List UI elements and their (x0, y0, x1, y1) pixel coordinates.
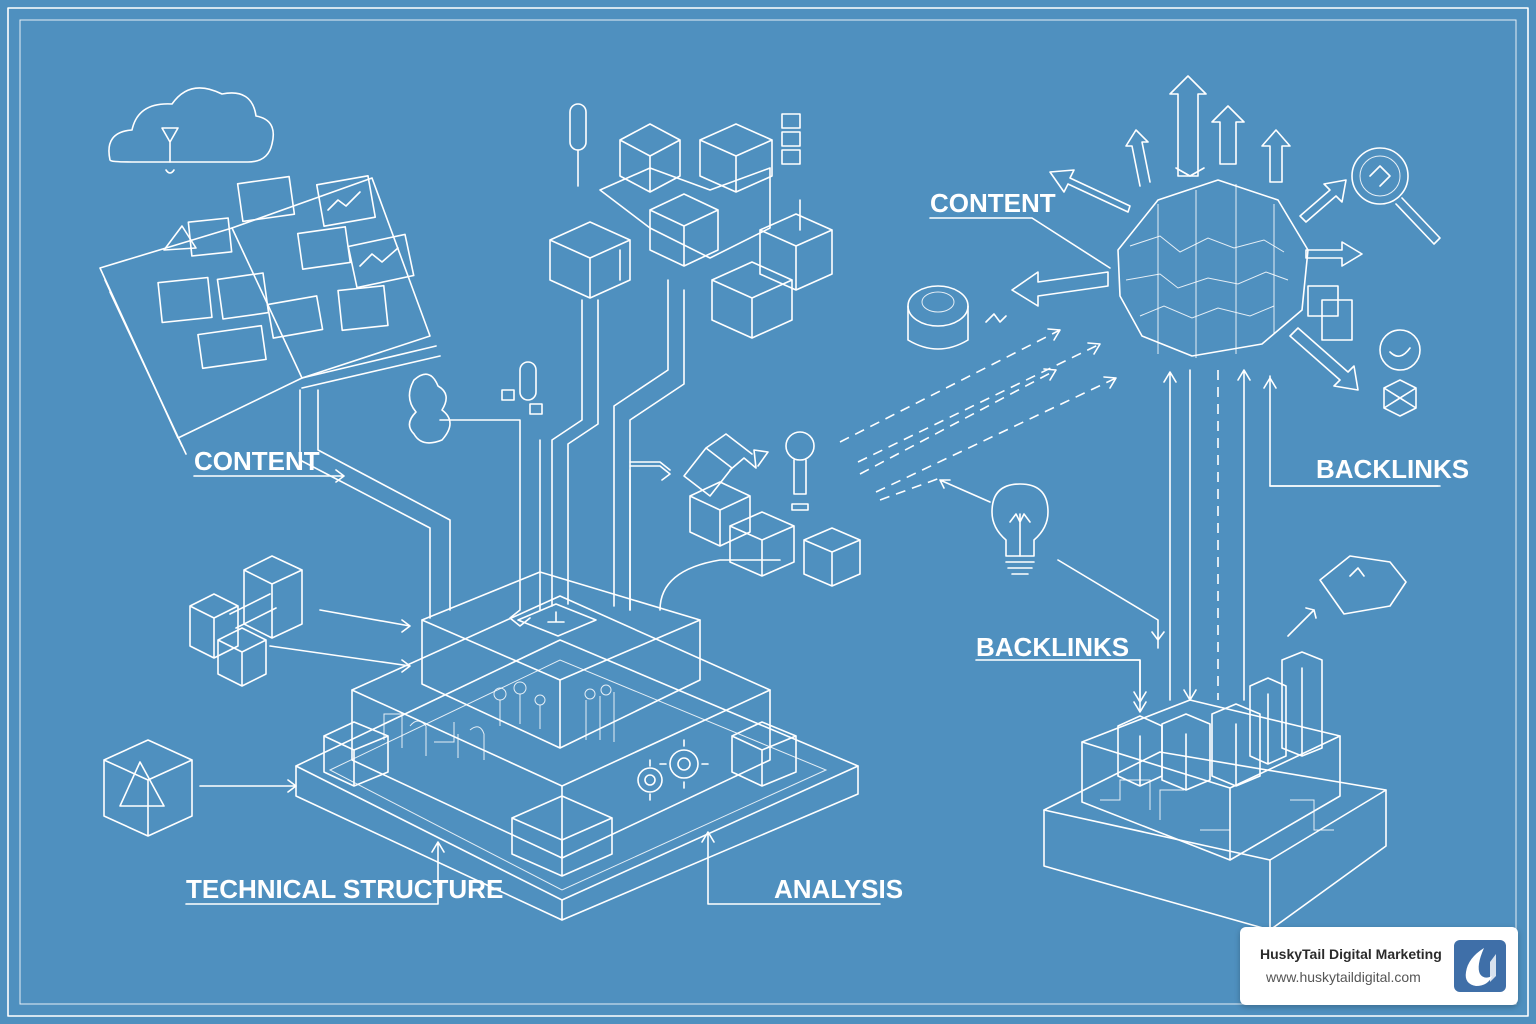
lightbulb-icon (939, 479, 1165, 649)
magnifier-icon (1351, 147, 1441, 245)
gauge-icon (907, 285, 1007, 350)
brain-cluster-icon (1117, 179, 1309, 358)
dumbbell-blocks (189, 555, 411, 687)
label-backlinks-top: BACKLINKS (1316, 454, 1469, 484)
vertical-links (1163, 369, 1441, 701)
dashed-connectors (839, 328, 1117, 501)
blueprint-frame (7, 7, 1529, 1017)
block-tree (549, 103, 833, 339)
gear-icon (637, 739, 709, 801)
brand-url[interactable]: www.huskytaildigital.com (1266, 969, 1421, 985)
tent-cube (103, 739, 297, 837)
label-technical-structure: TECHNICAL STRUCTURE (186, 874, 503, 904)
pipes (299, 279, 781, 627)
analysis-blocks (629, 431, 861, 587)
label-leaders (185, 217, 1439, 905)
book-icon (99, 175, 441, 455)
husky-logo-icon (1454, 940, 1506, 992)
label-analysis: ANALYSIS (774, 874, 903, 904)
right-small-icons (1307, 285, 1421, 417)
label-content-left: CONTENT (194, 446, 320, 476)
sculpture-icon (408, 361, 543, 444)
brand-card[interactable]: HuskyTail Digital Marketing www.huskytai… (1240, 927, 1518, 1005)
brand-name: HuskyTail Digital Marketing (1260, 946, 1442, 962)
label-backlinks-mid: BACKLINKS (976, 632, 1129, 662)
right-platform (1043, 555, 1407, 931)
label-content-right: CONTENT (930, 188, 1056, 218)
cloud-icon (108, 87, 275, 174)
main-platform (295, 571, 859, 921)
radiating-arrows (1011, 75, 1363, 391)
